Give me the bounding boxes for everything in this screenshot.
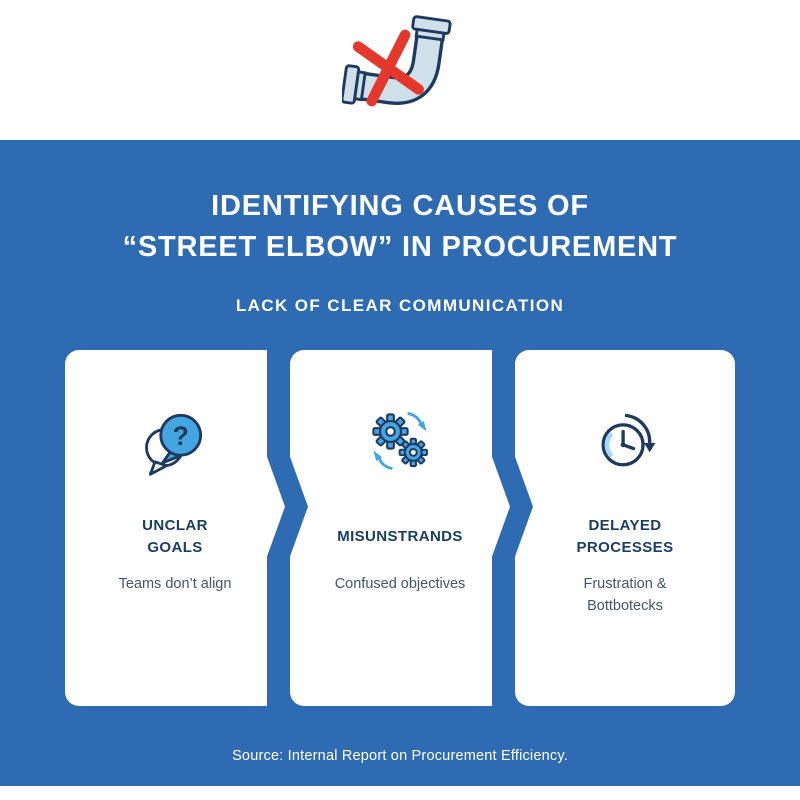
page-title: IDENTIFYING CAUSES OF “STREET ELBOW” IN … [0, 186, 800, 268]
clock-delay-icon [587, 402, 663, 480]
card-unclear-goals: ? UNCLAR GOALS Teams don’t align [65, 350, 285, 706]
card-heading: DELAYED PROCESSES [576, 517, 674, 556]
page-subtitle: LACK OF CLEAR COMMUNICATION [235, 296, 565, 316]
gears-sync-icon [362, 402, 438, 480]
card-heading: MISUNSTRANDS [337, 528, 463, 546]
bottom-white-strip [0, 786, 800, 800]
card-delayed-processes: DELAYED PROCESSES Frustration & Bottbote… [515, 350, 735, 706]
source-note: Source: Internal Report on Procurement E… [232, 748, 568, 764]
page-title-line1: IDENTIFYING CAUSES OF [211, 190, 589, 222]
svg-text:?: ? [173, 421, 189, 451]
red-cross-mark [352, 29, 424, 106]
broken-street-elbow-pipe-icon [340, 10, 458, 131]
header-band [0, 0, 800, 140]
card-body-text: Teams don’t align [118, 576, 232, 592]
card-heading: UNCLAR GOALS [142, 517, 208, 556]
page-title-line2: “STREET ELBOW” IN PROCUREMENT [122, 231, 678, 264]
question-speech-bubble-icon: ? [137, 402, 213, 480]
main-blue-panel: IDENTIFYING CAUSES OF “STREET ELBOW” IN … [0, 140, 800, 786]
card-misunderstandings: MISUNSTRANDS Confused objectives [290, 350, 510, 706]
card-body-text: Confused objectives [334, 576, 466, 592]
card-body-text: Frustration & Bottbotecks [583, 576, 667, 614]
cause-cards-row: ? UNCLAR GOALS Teams don’t align [65, 350, 735, 706]
